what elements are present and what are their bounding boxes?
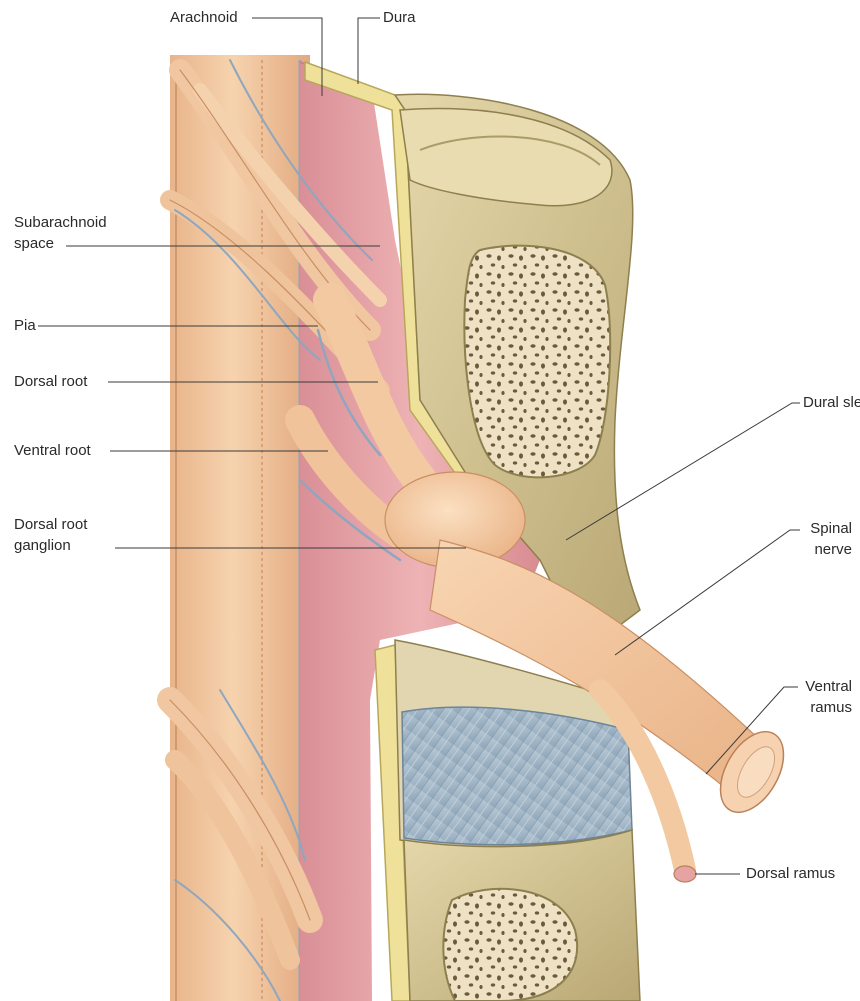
label-subarachnoid-line1: Subarachnoid (14, 212, 107, 233)
label-spinal-nerve: Spinal nerve (810, 518, 852, 560)
lower-vertebra (404, 830, 640, 1001)
label-subarachnoid-line2: space (14, 233, 107, 254)
label-dural-sleeve: Dural sleeve (803, 392, 860, 413)
label-ventral-ramus: Ventral ramus (805, 676, 852, 718)
label-spinal-nerve-line2: nerve (810, 539, 852, 560)
label-spinal-nerve-line1: Spinal (810, 518, 852, 539)
label-dorsal-root: Dorsal root (14, 371, 87, 392)
label-drg-line2: ganglion (14, 535, 87, 556)
label-pia: Pia (14, 315, 36, 336)
label-arachnoid: Arachnoid (170, 7, 238, 28)
label-ventral-ramus-line2: ramus (805, 697, 852, 718)
label-ventral-root: Ventral root (14, 440, 91, 461)
label-dura: Dura (383, 7, 416, 28)
label-subarachnoid-space: Subarachnoid space (14, 212, 107, 254)
label-drg-line1: Dorsal root (14, 514, 87, 535)
label-dorsal-root-ganglion: Dorsal root ganglion (14, 514, 87, 556)
label-ventral-ramus-line1: Ventral (805, 676, 852, 697)
label-dorsal-ramus: Dorsal ramus (746, 863, 835, 884)
